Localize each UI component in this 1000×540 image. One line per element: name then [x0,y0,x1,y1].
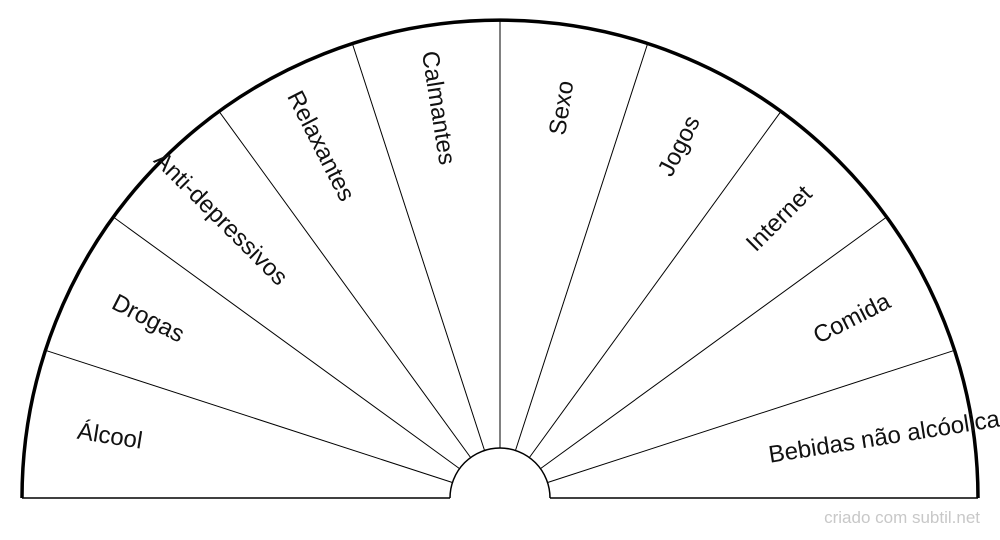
segment-divider [113,216,460,470]
outer-arc [20,18,980,499]
segment-dividers [45,20,955,483]
segment-label: Internet [741,180,818,257]
segment-label: Álcool [76,418,145,455]
inner-arc [449,447,551,499]
segment-label: Calmantes [416,49,461,167]
segment-label: Comida [809,288,896,350]
segment-divider [351,43,485,451]
segment-label: Jogos [653,111,706,180]
segment-divider [528,111,782,458]
segment-label: Bebidas não alcóolicas [767,404,1000,469]
segment-divider [540,216,887,470]
segment-divider [515,43,649,451]
segment-label: Relaxantes [281,86,360,205]
credit-text: criado com subtil.net [824,508,980,527]
segment-divider [218,111,472,458]
segment-label: Sexo [544,79,579,137]
segment-divider [45,349,453,483]
segment-label: Anti-depressivos [148,146,293,291]
segment-label: Drogas [108,289,189,348]
segment-divider [547,349,955,483]
